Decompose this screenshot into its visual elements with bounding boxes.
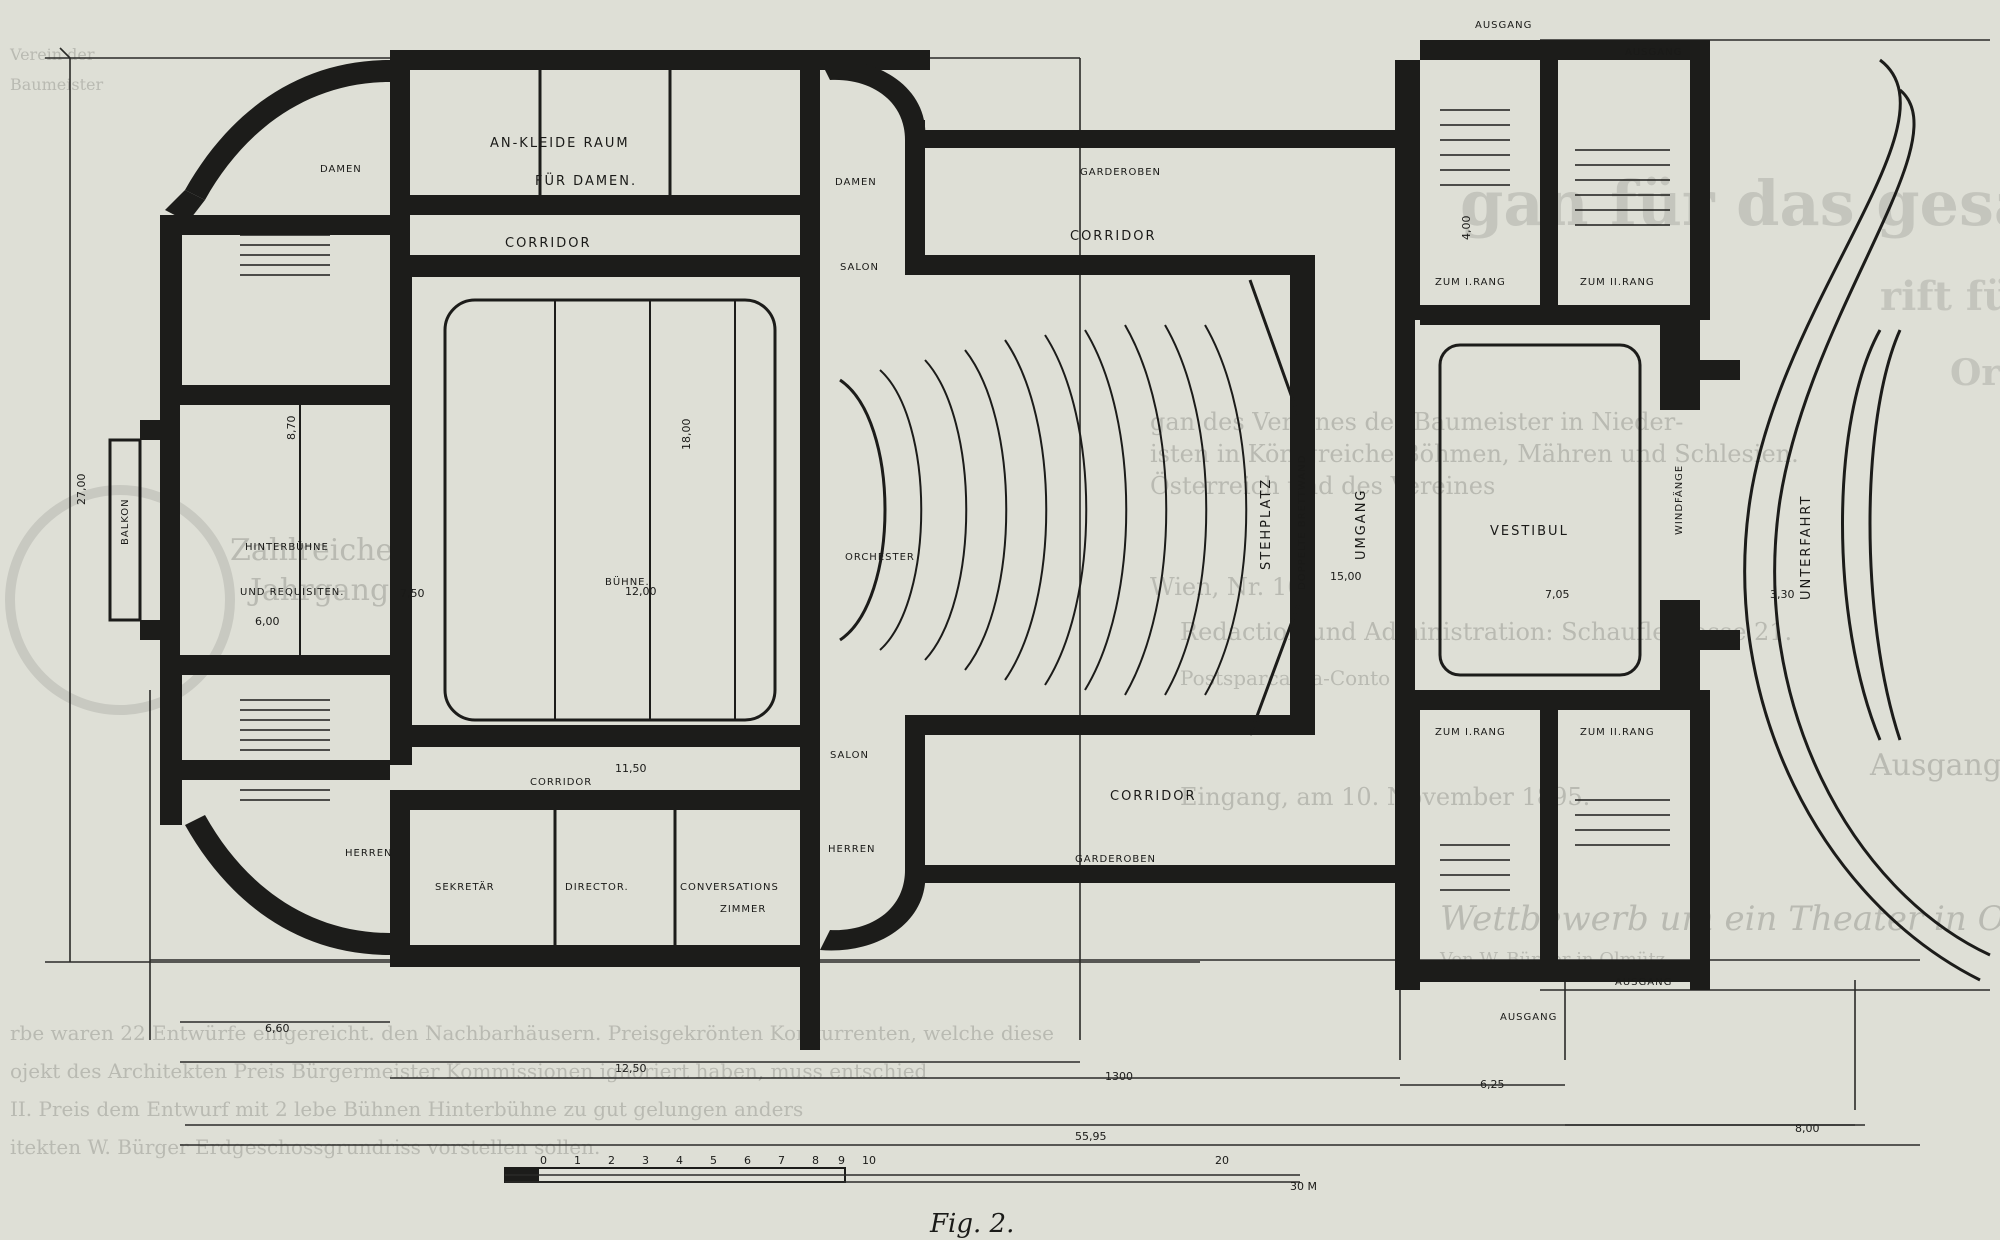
scale-bar: 0 1 2 3 4 5 6 7 8 9 10 20 30 M bbox=[504, 1154, 1317, 1193]
label-vestibul: VESTIBUL bbox=[1490, 524, 1569, 539]
label-hinterbuehne-1: HINTERBÜHNE bbox=[245, 540, 329, 553]
dim-1800: 18,00 bbox=[680, 419, 693, 451]
label-salon-top: SALON bbox=[840, 262, 879, 273]
scale-tick-4: 4 bbox=[676, 1154, 683, 1167]
label-conversations-2: ZIMMER bbox=[720, 904, 766, 915]
scale-tick-9: 9 bbox=[838, 1154, 845, 1167]
label-orchester: ORCHESTER bbox=[845, 552, 915, 563]
label-herren-small: HERREN bbox=[345, 848, 393, 859]
scale-tick-1: 1 bbox=[574, 1154, 581, 1167]
label-umgang: UMGANG bbox=[1354, 489, 1369, 561]
label-damen-right: DAMEN bbox=[835, 177, 877, 188]
label-director: DIRECTOR. bbox=[565, 882, 629, 893]
scale-tick-10: 10 bbox=[862, 1154, 876, 1167]
label-corridor-bottom-right: CORRIDOR bbox=[1110, 789, 1196, 804]
dim-1500: 15,00 bbox=[1330, 570, 1362, 583]
label-buehne: BÜHNE. bbox=[605, 575, 650, 588]
dim-750: 7,50 bbox=[400, 587, 425, 600]
label-stehplatz: STEHPLATZ bbox=[1259, 478, 1274, 570]
scale-tick-5: 5 bbox=[710, 1154, 717, 1167]
dim-660: 6,60 bbox=[265, 1022, 290, 1035]
background-print-through: gan für das gesammte Bauwesen. rift für … bbox=[5, 45, 2000, 1159]
bg-line-7: Eingang, am 10. November 1895. bbox=[1180, 783, 1590, 811]
label-hinterbuehne-2: UND REQUISITEN. bbox=[240, 587, 344, 598]
bg-heading-2: rift für Bau- und Ingenieurwesen bbox=[1880, 273, 2000, 320]
label-herren: HERREN bbox=[828, 844, 876, 855]
dim-1300: 1300 bbox=[1105, 1070, 1133, 1083]
bg-left-1: Verein der bbox=[9, 45, 95, 64]
bg-left-2: Baumeister bbox=[10, 75, 103, 94]
scale-tick-20: 20 bbox=[1215, 1154, 1229, 1167]
bg-stamp bbox=[5, 485, 235, 715]
dim-400: 4,00 bbox=[1460, 216, 1473, 241]
label-corridor-top-left: CORRIDOR bbox=[505, 236, 591, 251]
label-zum-rang-3: ZUM I.RANG bbox=[1435, 727, 1506, 738]
label-ausgang-3: AUSGANG bbox=[1615, 977, 1672, 988]
label-corridor-top-right: CORRIDOR bbox=[1070, 229, 1156, 244]
scale-tick-2: 2 bbox=[608, 1154, 615, 1167]
bg-right-3: Ausgang. bbox=[1869, 748, 2000, 783]
label-ausgang-2: AUSGANG bbox=[1625, 47, 1682, 58]
dim-1150: 11,50 bbox=[615, 762, 647, 775]
bg-line-12: II. Preis dem Entwurf mit 2 lebe Bühnen … bbox=[10, 1097, 803, 1121]
label-ankleide-1: AN-KLEIDE RAUM bbox=[490, 136, 630, 151]
interior-details bbox=[108, 58, 1991, 982]
label-salon-bottom: SALON bbox=[830, 750, 869, 761]
label-ausgang-1: AUSGANG bbox=[1475, 20, 1532, 31]
label-unterfahrt: UNTERFAHRT bbox=[1799, 495, 1814, 600]
scale-tick-7: 7 bbox=[778, 1154, 785, 1167]
dim-870: 8,70 bbox=[285, 416, 298, 441]
dim-330: 3,30 bbox=[1770, 588, 1795, 601]
figure-caption: Fig. 2. bbox=[929, 1209, 1014, 1239]
bg-line-6: Postsparcassa-Conto bbox=[1180, 666, 1390, 690]
scale-tick-6: 6 bbox=[744, 1154, 751, 1167]
bg-right-1: Zahlreiche bbox=[230, 533, 393, 568]
label-balkon: BALKON bbox=[120, 498, 131, 545]
scale-tick-3: 3 bbox=[642, 1154, 649, 1167]
dim-5595: 55,95 bbox=[1075, 1130, 1107, 1143]
room-labels: AN-KLEIDE RAUM FÜR DAMEN. DAMEN CORRIDOR… bbox=[120, 20, 1814, 1023]
label-doppelte-bretterwand: DOPPELTE BRETTWAND bbox=[1297, 455, 1308, 590]
label-zum-rang-1: ZUM I.RANG bbox=[1435, 277, 1506, 288]
bg-line-3: Österreich und des Vereines bbox=[1150, 471, 1495, 500]
bg-line-11: ojekt des Architekten Preis Bürgermeiste… bbox=[10, 1059, 928, 1083]
label-conversations-1: CONVERSATIONS bbox=[680, 882, 779, 893]
label-zum-rang-4: ZUM II.RANG bbox=[1580, 727, 1655, 738]
scale-tick-0: 0 bbox=[540, 1154, 547, 1167]
label-ankleide-2: FÜR DAMEN. bbox=[535, 172, 637, 189]
dim-1200: 12,00 bbox=[625, 585, 657, 598]
label-damen-left: DAMEN bbox=[320, 164, 362, 175]
bg-line-13: itekten W. Bürger Erdgeschossgrundriss v… bbox=[10, 1135, 600, 1159]
label-corridor-bottom-left: CORRIDOR bbox=[530, 777, 592, 788]
dim-600: 6,00 bbox=[255, 615, 280, 628]
dim-1250: 12,50 bbox=[615, 1062, 647, 1075]
label-garderoben-bottom: GARDEROBEN bbox=[1075, 854, 1156, 865]
walls bbox=[140, 40, 1740, 1050]
dim-705: 7,05 bbox=[1545, 588, 1570, 601]
dimension-lines bbox=[180, 1021, 1920, 1146]
label-ausgang-4: AUSGANG bbox=[1500, 1012, 1557, 1023]
label-garderoben-top: GARDEROBEN bbox=[1080, 167, 1161, 178]
label-windfaenge: WINDFÄNGE bbox=[1672, 465, 1685, 535]
bg-line-1: gan des Vereines der Baumeister in Niede… bbox=[1150, 408, 1683, 436]
bg-line-2: isten in Königreiche Böhmen, Mähren und … bbox=[1150, 440, 1799, 468]
scale-tick-end: 30 M bbox=[1290, 1180, 1317, 1193]
bg-line-10: rbe waren 22 Entwürfe eingereicht. den N… bbox=[10, 1021, 1054, 1045]
bg-right-2: Jahrgang bbox=[247, 573, 389, 608]
bg-line-4: Wien, Nr. 16. bbox=[1150, 573, 1310, 601]
dim-800: 8,00 bbox=[1795, 1122, 1820, 1135]
dim-2700: 27,00 bbox=[75, 474, 88, 506]
label-zum-rang-2: ZUM II.RANG bbox=[1580, 277, 1655, 288]
scale-tick-8: 8 bbox=[812, 1154, 819, 1167]
label-sekretaer: SEKRETÄR bbox=[435, 880, 495, 893]
dimension-labels: 27,00 6,60 12,50 1300 6,25 8,00 55,95 8,… bbox=[75, 216, 1820, 1144]
